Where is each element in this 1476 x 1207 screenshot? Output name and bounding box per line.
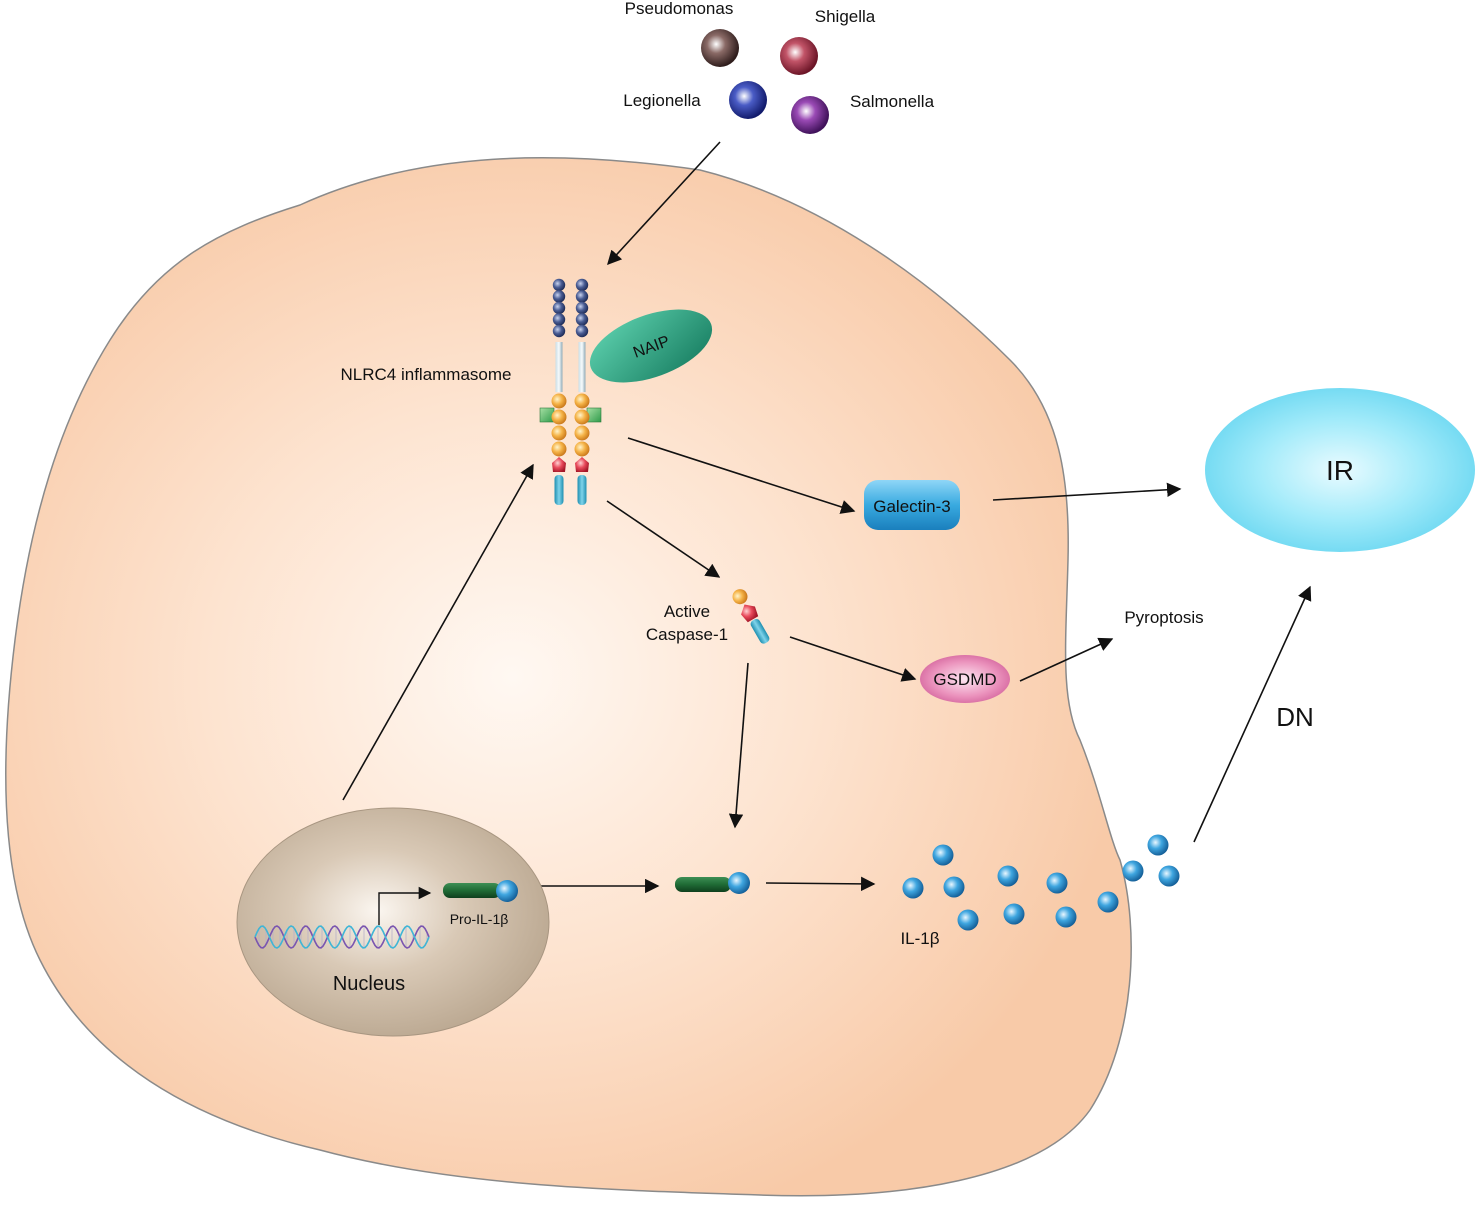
galectin-3-box bbox=[864, 480, 960, 530]
legionella-label: Legionella bbox=[623, 91, 701, 110]
nlrc4-to-caspase-arrow-icon bbox=[606, 500, 721, 578]
gsdmd-to-pyroptosis-arrow-icon bbox=[1019, 637, 1114, 682]
nlrc4-strand bbox=[539, 278, 567, 505]
card-bead-icon bbox=[551, 409, 567, 425]
il1b-cluster bbox=[902, 834, 1180, 931]
ir-ellipse bbox=[1205, 388, 1475, 552]
nlrc4-label: NLRC4 inflammasome bbox=[341, 365, 512, 384]
il1b-bead-icon bbox=[943, 876, 965, 898]
card-bead-icon bbox=[574, 409, 590, 425]
salmonella-bacterium-icon bbox=[791, 96, 829, 134]
lrr-bead-icon bbox=[575, 290, 589, 303]
lrr-bead-icon bbox=[552, 324, 566, 338]
salmonella-label: Salmonella bbox=[850, 92, 935, 111]
card-bead-icon bbox=[574, 425, 590, 441]
cleavage-to-il1b-arrow-icon bbox=[765, 876, 876, 892]
galectin-3-label: Galectin-3 bbox=[873, 497, 950, 516]
il1b-bead-icon bbox=[902, 877, 924, 899]
caspase-tail bbox=[750, 619, 770, 644]
il1b-bead-icon bbox=[1122, 860, 1144, 882]
legionella-bacterium-icon bbox=[729, 81, 767, 119]
nlrc4-stalk bbox=[555, 342, 563, 392]
caspase-to-cleavage-arrow-icon bbox=[728, 662, 749, 829]
active-caspase-1: Active Caspase-1 bbox=[646, 589, 770, 644]
nbd-bead-icon bbox=[574, 393, 590, 409]
gsdmd-label: GSDMD bbox=[933, 670, 996, 689]
dna-helix-icon bbox=[254, 925, 430, 949]
pro-il1b-domain bbox=[443, 883, 501, 898]
il1b-label: IL-1β bbox=[900, 929, 939, 948]
il1b-bead-icon bbox=[1055, 906, 1077, 928]
pro-il1b-bead-icon bbox=[496, 880, 518, 902]
card-bead-icon bbox=[574, 441, 590, 457]
card-bead-icon bbox=[551, 425, 567, 441]
il1b-bead-icon bbox=[1158, 865, 1180, 887]
cleaved-bead-icon bbox=[728, 872, 750, 894]
cleaved-pro-domain bbox=[675, 877, 731, 892]
lrr-bead-icon bbox=[552, 278, 566, 292]
pseudomonas-bacterium-icon bbox=[701, 29, 739, 67]
nbd-bead-icon bbox=[551, 393, 567, 409]
caspase-red-domain bbox=[741, 604, 759, 623]
il1b-to-ir-arrow-icon bbox=[1193, 585, 1312, 843]
nucleus: Pro-IL-1β Nucleus bbox=[236, 807, 550, 1037]
ir-label: IR bbox=[1326, 455, 1354, 486]
lrr-bead-icon bbox=[552, 290, 566, 303]
nucleus-to-nlrc4-arrow-icon bbox=[342, 463, 534, 801]
caspase-card-bead bbox=[732, 589, 748, 605]
dna-strand-b bbox=[254, 925, 430, 949]
il1b-bead-icon bbox=[932, 844, 954, 866]
nucleus-label: Nucleus bbox=[333, 973, 405, 995]
lrr-bead-icon bbox=[552, 301, 566, 315]
nlrc4-tail bbox=[577, 475, 587, 505]
galectin-to-ir-arrow-icon bbox=[992, 482, 1182, 501]
nlrc4-to-galectin-arrow-icon bbox=[627, 437, 856, 514]
caspase-domain bbox=[575, 457, 589, 472]
nlrc4-stalk bbox=[578, 342, 586, 392]
caspase-1-molecule bbox=[732, 589, 770, 644]
bacteria-to-nlrc4-arrow-icon bbox=[607, 141, 721, 266]
lrr-bead-icon bbox=[575, 324, 589, 338]
naip-ellipse bbox=[589, 309, 713, 383]
card-bead-icon bbox=[551, 441, 567, 457]
pseudomonas-label: Pseudomonas bbox=[625, 0, 734, 18]
nucleus-body bbox=[236, 807, 550, 1037]
il1b-bead-icon bbox=[1003, 903, 1025, 925]
dn-label: DN bbox=[1276, 702, 1314, 732]
caspase-domain bbox=[552, 457, 566, 472]
caspase-label-line2: Caspase-1 bbox=[646, 625, 728, 644]
il1b-bead-icon bbox=[1097, 891, 1119, 913]
nlrc4-inflammasome bbox=[539, 278, 602, 505]
shigella-bacterium-icon bbox=[780, 37, 818, 75]
nlrc4-strand bbox=[574, 278, 602, 505]
bacteria-group: Pseudomonas Shigella Legionella Salmonel… bbox=[623, 0, 935, 134]
arrows-group bbox=[342, 141, 1312, 894]
caspase-to-gsdmd-arrow-icon bbox=[789, 636, 917, 682]
nlrc4-tail bbox=[554, 475, 564, 505]
naip: NAIP bbox=[589, 309, 713, 383]
transcription-arrow-icon bbox=[378, 886, 432, 925]
cleaved-pro-il1b bbox=[675, 872, 750, 894]
galectin-3: Galectin-3 bbox=[864, 480, 960, 530]
pyroptosis-label: Pyroptosis bbox=[1124, 608, 1203, 627]
lrr-bead-icon bbox=[552, 313, 566, 326]
lrr-bead-icon bbox=[575, 278, 589, 292]
shigella-label: Shigella bbox=[815, 7, 876, 26]
ir: IR bbox=[1205, 388, 1475, 552]
gsdmd: GSDMD bbox=[920, 655, 1010, 703]
il1b-bead-icon bbox=[957, 909, 979, 931]
il1b-bead-icon bbox=[997, 865, 1019, 887]
lrr-bead-icon bbox=[575, 301, 589, 315]
il1b-bead-icon bbox=[1147, 834, 1169, 856]
il1b-bead-icon bbox=[1046, 872, 1068, 894]
lrr-bead-icon bbox=[575, 313, 589, 326]
pro-il1b-label: Pro-IL-1β bbox=[450, 911, 509, 927]
gsdmd-ellipse bbox=[920, 655, 1010, 703]
caspase-label-line1: Active bbox=[664, 602, 710, 621]
